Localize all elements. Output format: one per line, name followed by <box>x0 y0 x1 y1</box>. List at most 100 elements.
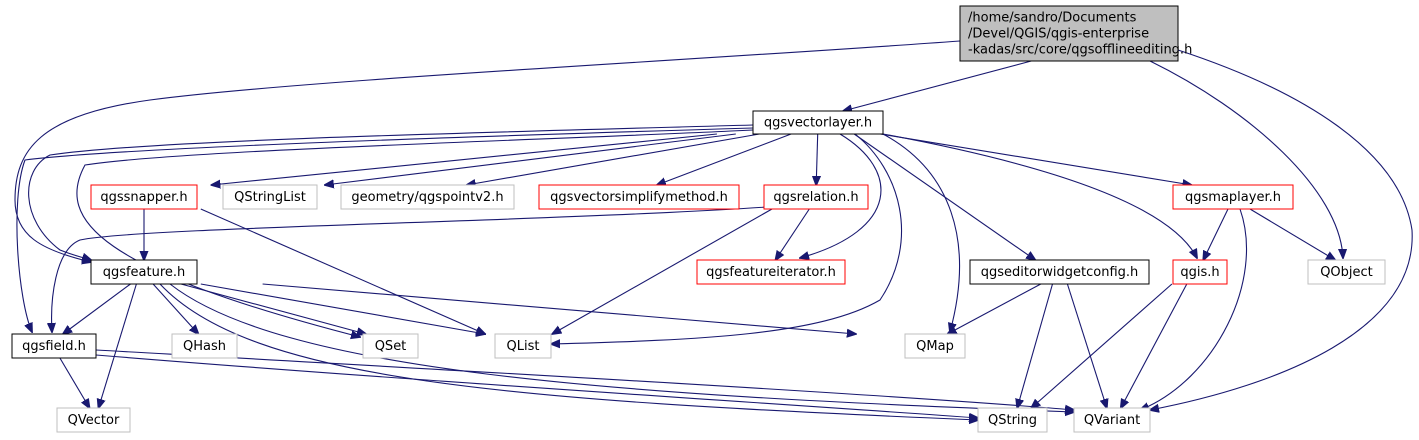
node-label-qgsfeature: qgsfeature.h <box>103 265 186 280</box>
edge-qgsvectorlayer-to-qlist <box>551 133 902 344</box>
edge-qgsvectorlayer-to-qgsrelation <box>816 133 818 185</box>
node-box-qgssnapper <box>90 184 198 210</box>
node-qgssnapper[interactable]: qgssnapper.h <box>90 184 198 210</box>
edge-qgsvectorlayer-to-qgsfield <box>16 127 754 332</box>
node-label-root-line-2: /Devel/QGIS/qgis-enterprise <box>968 27 1149 42</box>
node-label-qobject: QObject <box>1320 265 1373 280</box>
node-qmap: QMap <box>904 333 966 359</box>
edge-qgis-to-qvariant <box>1121 283 1188 408</box>
edge-qgseditorwidgetconfig-to-qmap <box>948 283 1042 334</box>
node-qhash: QHash <box>171 333 238 359</box>
node-qgis[interactable]: qgis.h <box>1172 259 1228 285</box>
edge-qgsvectorlayer-to-qgsvectorsimplifymethod <box>657 133 792 185</box>
node-label-qstring: QString <box>988 413 1037 428</box>
node-qstring: QString <box>977 407 1048 433</box>
node-box-qstringlist <box>222 184 318 210</box>
node-qset: QSet <box>362 333 419 359</box>
edge-root-to-qgsvectorlayer <box>843 60 1032 111</box>
edge-qgsmaplayer-to-qgis <box>1203 208 1229 260</box>
edge-root-to-qobject <box>1149 60 1343 258</box>
node-qgspointv2: geometry/qgspointv2.h <box>340 184 515 210</box>
nodes-layer: /home/sandro/Documents/Devel/QGIS/qgis-e… <box>11 5 1386 433</box>
node-root[interactable]: /home/sandro/Documents/Devel/QGIS/qgis-e… <box>959 5 1192 62</box>
edge-qgsfeature-to-qlist <box>200 283 485 334</box>
edge-qgsmaplayer-to-qobject <box>1249 208 1335 260</box>
edge-qgsvectorlayer-to-qgssnapper <box>211 133 717 185</box>
node-box-root <box>959 5 1179 62</box>
node-box-qmap <box>904 333 966 359</box>
node-qgsrelation[interactable]: qgsrelation.h <box>763 184 869 210</box>
node-qgseditorwidgetconfig[interactable]: qgseditorwidgetconfig.h <box>969 259 1150 285</box>
node-box-qvariant <box>1073 407 1151 433</box>
edge-qgsvectorlayer-to-qgis <box>882 133 1197 258</box>
edge-qgsvectorlayer-to-qgspointv2 <box>467 133 760 185</box>
node-label-qset: QSet <box>375 339 407 354</box>
edge-qgseditorwidgetconfig-to-qvariant <box>1066 283 1106 408</box>
node-qgsvectorsimplifymethod[interactable]: qgsvectorsimplifymethod.h <box>538 184 740 210</box>
node-label-qlist: QList <box>507 339 540 354</box>
edge-qgssnapper-to-qlist <box>200 208 485 334</box>
node-box-qgsfield <box>11 333 97 359</box>
node-box-qgsfeatureiterator <box>696 259 846 285</box>
node-qgsmaplayer[interactable]: qgsmaplayer.h <box>1172 184 1294 210</box>
node-box-qlist <box>494 333 552 359</box>
node-qgsfeatureiterator[interactable]: qgsfeatureiterator.h <box>696 259 846 285</box>
node-box-qgsrelation <box>763 184 869 210</box>
edge-qgsfeature-to-qstring <box>159 283 978 420</box>
edge-qgsfield-to-qvector <box>59 357 90 408</box>
edge-qgsfeature-to-qvector <box>99 283 137 408</box>
edge-qgsvectorlayer-to-qmap <box>882 133 961 332</box>
edge-qgsvectorlayer-to-qgsfeature <box>28 124 754 260</box>
node-qgsfeature[interactable]: qgsfeature.h <box>90 259 198 285</box>
edge-qgsfeature-to-qset <box>180 283 366 334</box>
node-box-qgsmaplayer <box>1172 184 1294 210</box>
edge-qgsvectorlayer-to-qgsmaplayer <box>880 133 1191 185</box>
node-label-root-line-1: /home/sandro/Documents <box>968 11 1137 26</box>
edge-qgsvectorlayer-to-qstringlist <box>325 133 736 185</box>
edge-qgseditorwidgetconfig-to-qstring <box>1017 283 1054 408</box>
node-label-root-line-3: -kadas/src/core/qgsofflineediting.h <box>968 43 1192 58</box>
node-box-qset <box>362 333 419 359</box>
edge-qgsvectorlayer-to-qgsfeatureiterator <box>800 133 882 258</box>
node-box-qgsvectorsimplifymethod <box>538 184 740 210</box>
node-label-qgsfeatureiterator: qgsfeatureiterator.h <box>706 265 836 280</box>
node-box-qgsvectorlayer <box>752 110 884 135</box>
node-box-qgsfeature <box>90 259 198 285</box>
node-label-qvector: QVector <box>68 413 120 428</box>
node-qvariant: QVariant <box>1073 407 1151 433</box>
edge-root-to-qvariant <box>1150 49 1413 410</box>
edge-qgsrelation-to-qlist <box>552 208 773 334</box>
node-label-qgsfield: qgsfield.h <box>22 339 86 354</box>
node-qgsfield[interactable]: qgsfield.h <box>11 333 97 359</box>
node-label-qgis: qgis.h <box>1180 265 1219 280</box>
node-qgsvectorlayer[interactable]: qgsvectorlayer.h <box>752 110 884 135</box>
node-box-qvector <box>56 407 131 433</box>
node-box-qgseditorwidgetconfig <box>969 259 1150 285</box>
edge-qgsrelation-to-qgsfeatureiterator <box>776 208 810 260</box>
node-label-qgspointv2: geometry/qgspointv2.h <box>351 190 503 205</box>
edge-qgsvectorlayer-to-qgseditorwidgetconfig <box>853 133 1035 260</box>
node-label-qvariant: QVariant <box>1084 413 1140 428</box>
node-label-qgsmaplayer: qgsmaplayer.h <box>1185 190 1281 205</box>
node-qvector: QVector <box>56 407 131 433</box>
edge-qgsfeature-to-qhash <box>152 283 198 334</box>
edge-qgis-to-qstring <box>1031 283 1173 408</box>
edge-qgsvectorlayer-to-qset <box>76 129 754 337</box>
node-label-qhash: QHash <box>183 339 226 354</box>
node-box-qhash <box>171 333 238 359</box>
node-label-qstringlist: QStringList <box>234 190 306 205</box>
edge-qgsfeature-to-qmap <box>262 283 856 334</box>
node-label-qmap: QMap <box>916 339 954 354</box>
edge-qgsmaplayer-to-qvariant <box>1140 208 1248 410</box>
node-box-qobject <box>1307 259 1386 285</box>
node-label-qgsvectorlayer: qgsvectorlayer.h <box>764 116 872 131</box>
node-label-qgseditorwidgetconfig: qgseditorwidgetconfig.h <box>981 265 1139 280</box>
node-label-qgssnapper: qgssnapper.h <box>100 190 187 205</box>
node-box-qstring <box>977 407 1048 433</box>
edge-qgsfeature-to-qvariant <box>169 283 1074 412</box>
node-qlist: QList <box>494 333 552 359</box>
node-label-qgsrelation: qgsrelation.h <box>773 190 858 205</box>
node-qstringlist: QStringList <box>222 184 318 210</box>
node-qobject: QObject <box>1307 259 1386 285</box>
